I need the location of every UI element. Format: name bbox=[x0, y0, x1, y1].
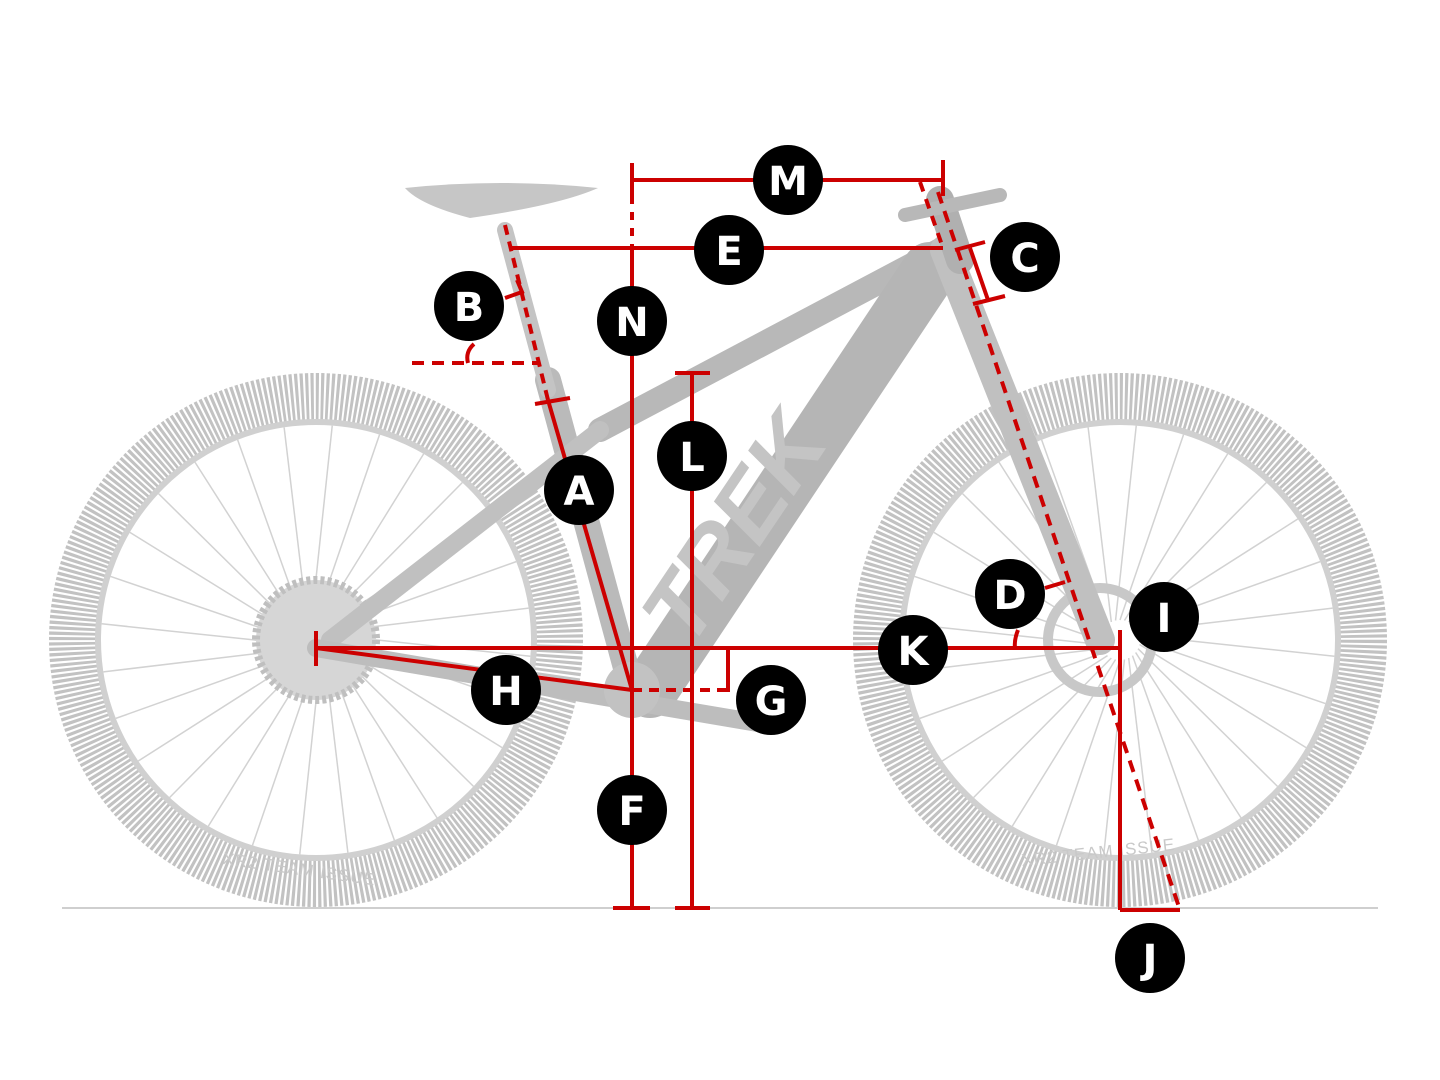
spoke bbox=[1119, 434, 1185, 621]
badge-f: F bbox=[597, 775, 667, 845]
badge-letter-n: N bbox=[615, 300, 648, 346]
badge-letter-d: D bbox=[993, 573, 1026, 619]
badge-letter-h: H bbox=[489, 669, 522, 715]
badge-circle bbox=[736, 665, 806, 735]
badge-k: K bbox=[878, 615, 948, 685]
front-tire-text: XR2 TEAM ISSUE bbox=[1020, 835, 1176, 870]
badge-i: I bbox=[1129, 582, 1199, 652]
badge-n: N bbox=[597, 286, 667, 356]
spoke bbox=[1135, 652, 1242, 819]
badge-g: G bbox=[736, 665, 806, 735]
measure-b-angle-arc bbox=[465, 342, 476, 364]
badge-c: C bbox=[990, 222, 1060, 292]
badge-b: B bbox=[434, 271, 504, 341]
measure-d-angle-arc bbox=[1012, 629, 1020, 649]
badge-d: D bbox=[975, 559, 1045, 629]
badge-e: E bbox=[694, 215, 764, 285]
badge-circle bbox=[597, 775, 667, 845]
spoke bbox=[1139, 643, 1307, 749]
badge-letter-f: F bbox=[618, 789, 645, 835]
measurement-lines bbox=[314, 160, 1182, 912]
badge-circle bbox=[990, 222, 1060, 292]
badge-a: A bbox=[544, 455, 614, 525]
badge-letter-k: K bbox=[898, 629, 931, 675]
badge-letter-b: B bbox=[454, 285, 485, 331]
badge-letter-j: J bbox=[1140, 937, 1158, 983]
badge-circle bbox=[694, 215, 764, 285]
badge-m: M bbox=[753, 145, 823, 215]
badge-circle bbox=[597, 286, 667, 356]
badge-circle bbox=[753, 145, 823, 215]
badge-circle bbox=[1129, 582, 1199, 652]
badge-circle bbox=[471, 655, 541, 725]
badge-letter-m: M bbox=[768, 159, 808, 205]
spoke bbox=[919, 651, 1105, 720]
badge-letter-l: L bbox=[679, 435, 705, 481]
badge-circle bbox=[1115, 923, 1185, 993]
badge-letter-i: I bbox=[1157, 596, 1172, 642]
badge-letter-a: A bbox=[564, 469, 595, 515]
saddle bbox=[405, 183, 598, 218]
badge-l: L bbox=[657, 421, 727, 491]
badge-letter-e: E bbox=[715, 229, 742, 275]
badge-circle bbox=[434, 271, 504, 341]
badge-circle bbox=[975, 559, 1045, 629]
spoke bbox=[973, 657, 1112, 799]
badge-h: H bbox=[471, 655, 541, 725]
badge-letter-c: C bbox=[1010, 236, 1039, 282]
badge-circle bbox=[657, 421, 727, 491]
measure-c-head-tube-line bbox=[954, 240, 1006, 306]
badge-letter-g: G bbox=[755, 679, 788, 725]
measure-h-chainstay-line bbox=[315, 646, 633, 692]
spoke bbox=[1131, 655, 1200, 841]
spoke bbox=[1137, 648, 1279, 787]
measure-b-seat-axis bbox=[503, 224, 550, 401]
spoke bbox=[1127, 657, 1153, 853]
steering-axis-line bbox=[936, 191, 1182, 911]
badge-circle bbox=[878, 615, 948, 685]
badge-circle bbox=[544, 455, 614, 525]
rear-wheel: XR2 TEAM ISSUE bbox=[49, 373, 583, 907]
spoke bbox=[941, 655, 1108, 762]
measure-a-seat-tube-line bbox=[546, 399, 634, 691]
badge-j: J bbox=[1115, 923, 1185, 993]
